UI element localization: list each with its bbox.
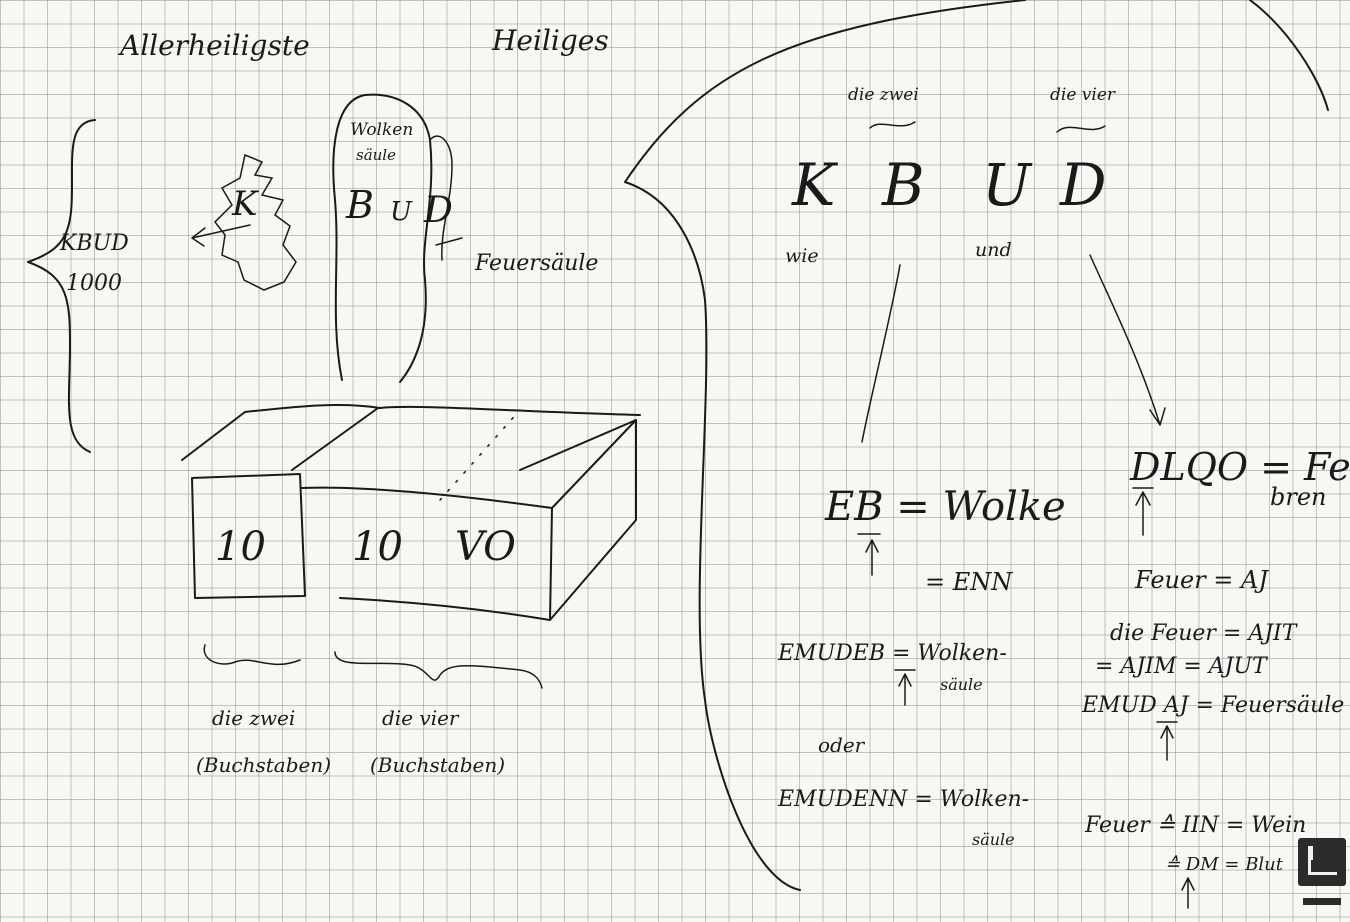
fire-pointer [436, 238, 462, 245]
corner-logo-icon [1298, 838, 1346, 886]
big-letter-k: K [791, 151, 839, 219]
arrow-d-down [1090, 255, 1165, 425]
box-side [302, 420, 636, 620]
over-b-label: die zwei [848, 85, 919, 105]
cloud-label-2: säule [356, 146, 396, 164]
letter-k-left: K [231, 184, 260, 224]
fire-list-2: = AJIM = AJUT [1095, 654, 1269, 679]
wine-equation: Feuer ≙ IIN = Wein [1084, 813, 1306, 838]
cloud-equation: EB = Wolke [824, 484, 1066, 530]
under-right-1: die vier [382, 706, 460, 730]
big-letter-u: U [982, 151, 1033, 219]
over-d-label: die vier [1050, 85, 1116, 105]
under-right-2: (Buchstaben) [370, 753, 505, 777]
emud-enn-2: säule [972, 830, 1015, 849]
cloud-eq-arrow [858, 534, 880, 575]
cloud-label-1: Wolken [350, 120, 413, 140]
under-left-2: (Buchstaben) [196, 753, 331, 777]
box-side-vo: VO [455, 524, 516, 570]
arrow-b-down [862, 265, 900, 442]
box-side-number: 10 [352, 524, 403, 570]
fire-list-1: die Feuer = AJIT [1110, 621, 1299, 646]
big-letter-d: D [1059, 151, 1107, 219]
blood-equation: ≙ DM = Blut [1165, 854, 1284, 875]
fire-eq-arrow [1133, 488, 1153, 535]
brace-label-kbud: KBUD [59, 231, 129, 256]
over-d-tilde [1057, 126, 1105, 132]
under-left-1: die zwei [212, 706, 295, 730]
oder-label: oder [818, 733, 866, 757]
emud-eb-arrow [895, 670, 915, 705]
fire-equation-2: bren [1270, 483, 1327, 511]
right-page-arc-2 [1250, 0, 1328, 110]
emud-enn: EMUDENN = Wolken- [777, 787, 1029, 812]
emud-eb: EMUDEB = Wolken- [777, 641, 1007, 666]
under-brace-left [204, 645, 300, 664]
blood-arrow [1182, 878, 1194, 908]
header-allerheiligste: Allerheiligste [117, 29, 310, 62]
under-brace-right [335, 652, 542, 688]
k-arrow [192, 225, 250, 246]
fire-aj-eq: Feuer = AJ [1134, 566, 1269, 594]
brace-label-1000: 1000 [66, 271, 122, 296]
letter-d-left: D [423, 190, 453, 231]
box-hidden-edge [440, 410, 520, 500]
emud-aj-arrow [1157, 722, 1177, 760]
over-b-tilde [870, 122, 915, 128]
emud-aj: EMUD AJ = Feuersäule [1081, 693, 1344, 718]
corner-bar-icon [1303, 898, 1341, 905]
under-k-label: wie [785, 245, 819, 267]
under-u-label: und [975, 239, 1012, 261]
box-front-number: 10 [215, 524, 266, 570]
letter-b-left: B [345, 183, 374, 227]
fire-label: Feuersäule [474, 251, 598, 276]
letter-u-left: U [390, 197, 413, 227]
cloud-equation-2: = ENN [925, 568, 1013, 596]
big-letter-b: B [881, 151, 925, 219]
emud-eb-2: säule [940, 675, 983, 694]
header-heiliges: Heiliges [491, 24, 609, 57]
box-top-lines [182, 405, 640, 470]
